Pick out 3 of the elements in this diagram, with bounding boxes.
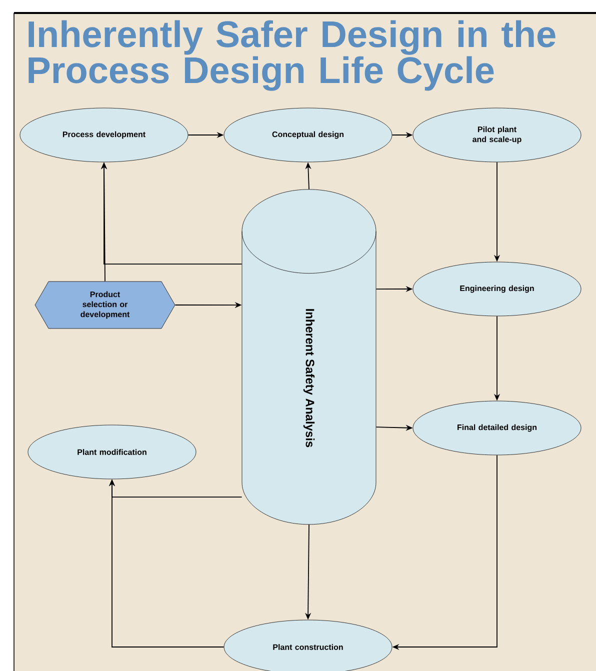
analysis-cylinder: Inherent Safety Analysis [242,189,376,525]
title: Inherently Safer Design in the Process Design Life Cycle [28,20,556,91]
process-tag: Product selection or development [34,281,176,329]
